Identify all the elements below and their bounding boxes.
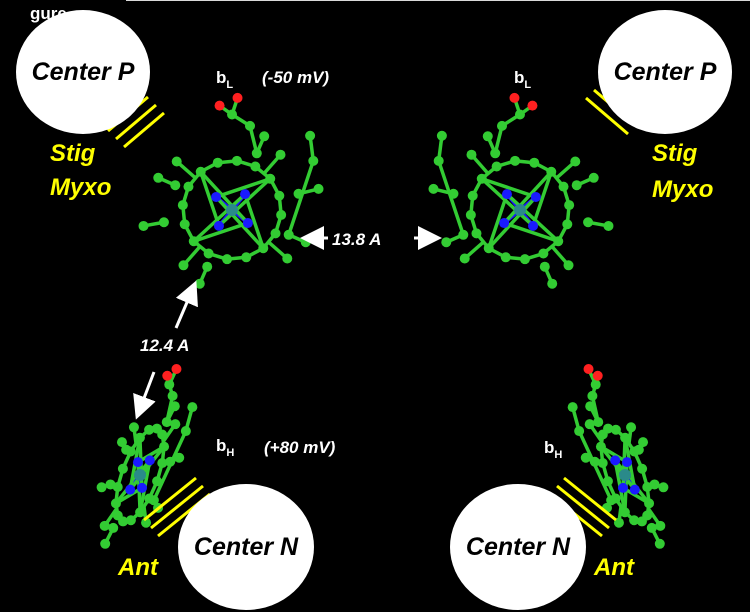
myxo-label-left: Myxo: [50, 174, 112, 201]
heme-bh-label-left: bH: [216, 436, 235, 459]
stig-label-right: Stig: [652, 140, 698, 167]
myxo-label-right: Myxo: [652, 176, 714, 203]
bl-potential-label: (-50 mV): [262, 68, 330, 87]
center-n-label-left: Center N: [193, 532, 299, 561]
top-border-line: [126, 0, 750, 5]
heme-bh-label-right: bH: [544, 438, 563, 461]
center-n-circle-left: Center N: [178, 484, 314, 610]
bh-letter-left: b: [216, 436, 227, 455]
ant-label-right: Ant: [594, 554, 634, 581]
center-p-label-right: Center P: [613, 57, 717, 86]
distance-arrows: [133, 226, 442, 420]
bh-sub-right: H: [554, 449, 563, 461]
bl-letter-left: b: [216, 68, 227, 87]
center-n-label-right: Center N: [465, 532, 571, 561]
bl-sub-left: L: [226, 79, 234, 91]
bh-letter-right: b: [544, 438, 555, 457]
stig-label-left: Stig: [50, 140, 96, 167]
arrow-vertical-up: [174, 280, 198, 329]
heme-bl-label-right: bL: [514, 68, 532, 91]
heme-bl-molecule-left: [138, 92, 324, 289]
bh-sub-left: H: [226, 447, 235, 459]
bh-potential-label: (+80 mV): [264, 438, 336, 457]
distance-horizontal-label: 13.8 A: [332, 230, 382, 249]
arrow-vertical-down: [133, 371, 156, 420]
ant-label-left: Ant: [118, 554, 158, 581]
distance-vertical-label: 12.4 A: [140, 336, 190, 355]
center-n-circle-right: Center N: [450, 484, 586, 610]
heme-bh-molecule-right: [567, 363, 669, 549]
heme-bh-molecule-left: [96, 363, 198, 549]
center-p-label-left: Center P: [31, 57, 135, 86]
bl-letter-right: b: [514, 68, 525, 87]
center-p-circle-left: Center P: [16, 10, 150, 134]
bl-sub-right: L: [524, 79, 532, 91]
heme-bl-molecule-right: [428, 92, 614, 289]
heme-bl-label-left: bL: [216, 68, 234, 91]
center-p-circle-right: Center P: [598, 10, 732, 134]
